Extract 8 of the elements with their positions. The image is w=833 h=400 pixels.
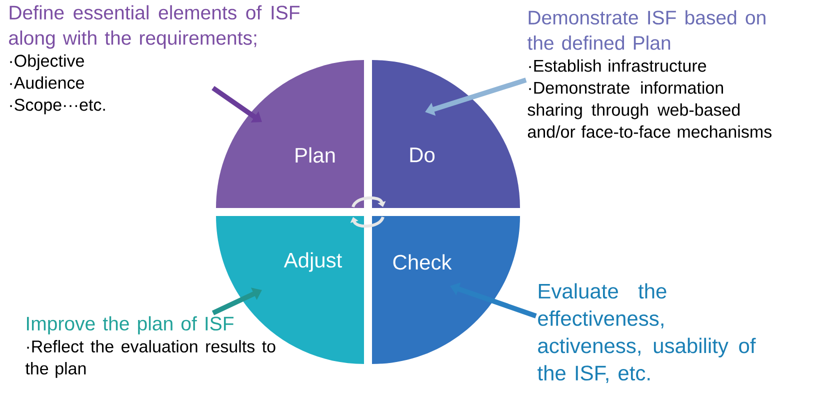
annotation-text: Evaluate the effectiveness, activeness, usability of the ISF, etc.: [538, 283, 756, 383]
quadrant-segment: Plan: [216, 60, 364, 208]
cycle-arrow: [350, 216, 384, 228]
arrow: [212, 86, 262, 122]
annotation-text: Demonstrate ISF based on the defined Plan ·Establish infrastructure ·Demonstrate information sharing through web-based and/or face-to-face mechanisms: [528, 10, 772, 138]
cycle-arrow: [352, 196, 386, 208]
quadrant-segment: Do: [372, 60, 520, 208]
quadrant-segment: Check: [372, 216, 520, 364]
